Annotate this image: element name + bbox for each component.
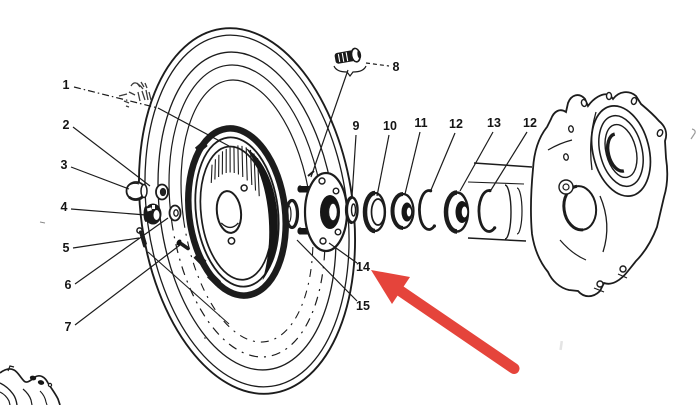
castle-nut-part4 (143, 203, 162, 225)
snap-ring-part12-right (477, 189, 497, 233)
leader-15 (296, 239, 358, 302)
leader-5 (72, 237, 140, 249)
wheel-rim-disc (185, 125, 289, 299)
leader-10 (376, 134, 390, 197)
callout-6: 6 (65, 278, 72, 292)
thrust-washer-part9 (344, 195, 359, 225)
hub-nut-part3 (125, 181, 148, 201)
washer-part2 (155, 183, 169, 201)
callout-12-right: 12 (523, 116, 537, 130)
callout-3: 3 (61, 158, 68, 172)
callout-15: 15 (356, 299, 370, 313)
bolt8-leader-to-hub (310, 69, 349, 178)
wheel-bolt-part8 (333, 47, 367, 77)
snap-ring-part12 (418, 189, 436, 231)
housing-fragment-bottom-left (0, 365, 61, 405)
leader-4 (70, 208, 147, 216)
leader-1b (157, 107, 230, 147)
leader-9 (351, 134, 357, 198)
callout-12: 12 (449, 117, 463, 131)
callout-4: 4 (61, 200, 68, 214)
leader-lines (70, 62, 528, 326)
callout-1: 1 (63, 78, 70, 92)
disc-shadow (245, 147, 278, 281)
leader-2 (72, 126, 151, 187)
callout-10: 10 (383, 119, 397, 133)
bearing-part13 (443, 190, 470, 234)
callout-13: 13 (487, 116, 501, 130)
cotter-pin-part5 (136, 227, 147, 248)
washer-part6 (168, 204, 182, 222)
callout-labels: 1 2 3 4 5 6 7 8 9 10 11 12 13 12 14 15 (61, 60, 537, 334)
spacer-washer (284, 198, 300, 230)
scan-specks (39, 128, 696, 351)
leader-11 (404, 131, 421, 195)
callout-2: 2 (63, 118, 70, 132)
leader-3 (70, 166, 130, 190)
leader-7 (74, 244, 181, 326)
leader-8 (365, 62, 390, 67)
callout-5: 5 (63, 241, 70, 255)
callout-7: 7 (65, 320, 72, 334)
pencil-scribbles (118, 81, 152, 108)
red-annotation-arrow (371, 270, 520, 374)
leader-13 (459, 131, 494, 192)
hub-flange (297, 170, 349, 253)
callout-9: 9 (353, 119, 360, 133)
leader-6 (74, 217, 169, 285)
brace-under-bolt (333, 65, 367, 77)
final-drive-housing (530, 91, 669, 298)
axle-shaft (467, 162, 533, 242)
disc-hatching (210, 145, 260, 197)
bearing-cone-part10 (362, 190, 387, 234)
leader-12b (490, 131, 528, 191)
leader-14 (328, 242, 358, 264)
construction-line (147, 251, 230, 325)
callout-14: 14 (356, 260, 370, 274)
callout-8: 8 (393, 60, 400, 74)
leader-12 (430, 132, 456, 191)
rim-clips (193, 140, 222, 287)
callout-11: 11 (414, 116, 427, 130)
bearing-part11 (390, 192, 415, 230)
screw-part7 (176, 239, 190, 251)
